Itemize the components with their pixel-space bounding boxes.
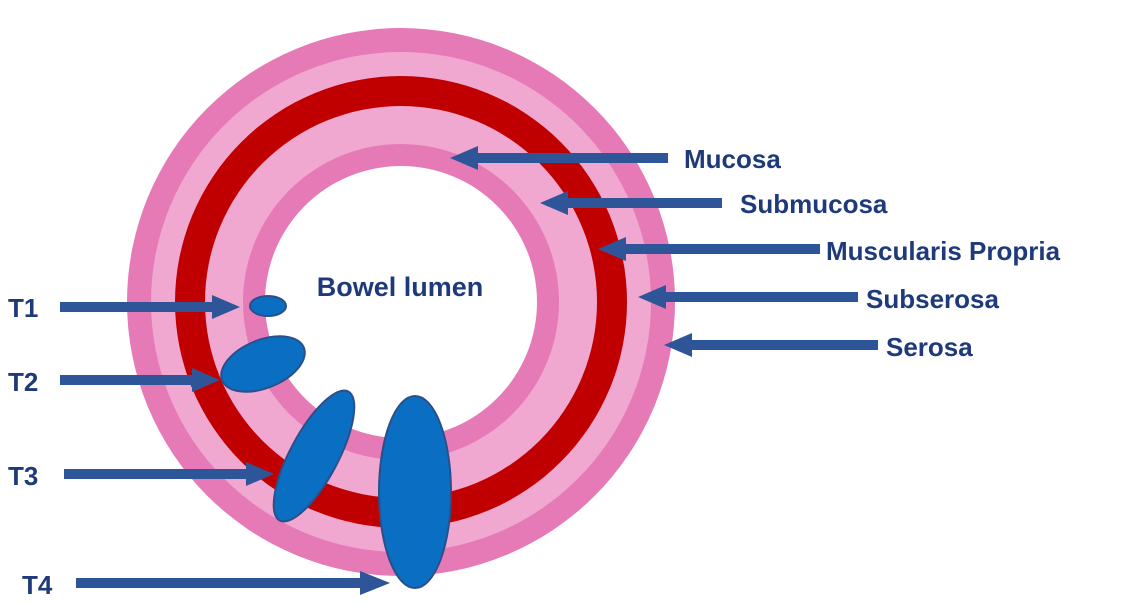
label-mucosa: Mucosa <box>684 144 781 174</box>
tumor-t4 <box>379 396 451 588</box>
label-t3: T3 <box>8 461 38 491</box>
arrow-t4 <box>76 571 390 595</box>
arrow-serosa <box>664 333 878 357</box>
label-muscularis-propria: Muscularis Propria <box>826 236 1061 266</box>
label-serosa: Serosa <box>886 332 973 362</box>
lumen-label: Bowel lumen <box>317 272 484 302</box>
label-t1: T1 <box>8 293 38 323</box>
label-t2: T2 <box>8 367 38 397</box>
stage-labels: T1 T2 T3 T4 <box>8 293 53 600</box>
label-subserosa: Subserosa <box>866 284 999 314</box>
bowel-lumen <box>265 166 537 438</box>
label-submucosa: Submucosa <box>740 189 888 219</box>
label-t4: T4 <box>22 570 53 600</box>
tumor-t1 <box>250 296 286 316</box>
